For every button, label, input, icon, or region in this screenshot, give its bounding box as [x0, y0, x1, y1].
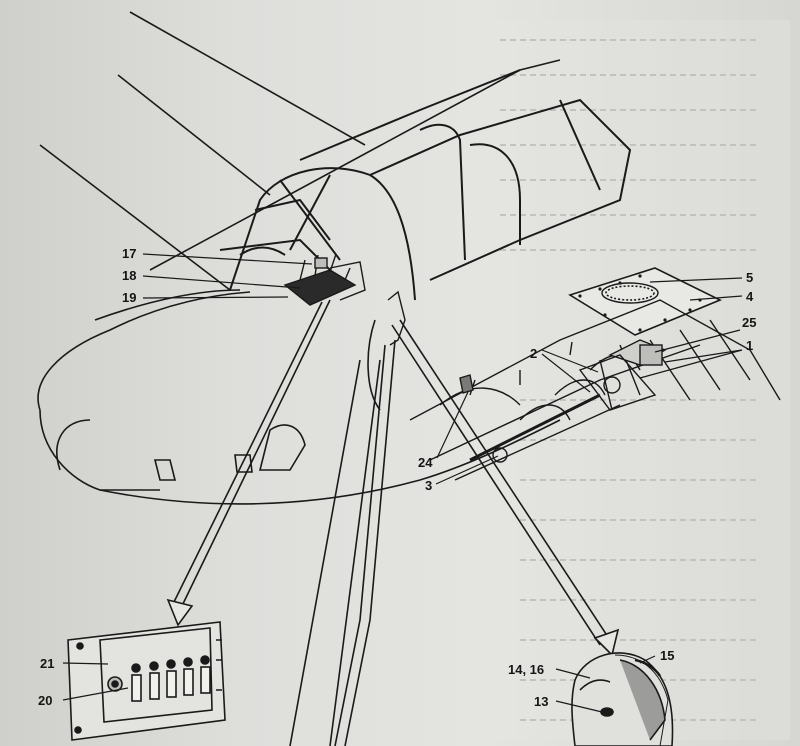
- callout-4: 4: [746, 289, 754, 304]
- callout-24: 24: [418, 455, 433, 470]
- control-grip-detail: [571, 652, 674, 746]
- callout-leaders: [62, 253, 743, 713]
- callout-17: 17: [122, 246, 136, 261]
- detail-leaders: [166, 299, 620, 746]
- bleed-through-text: [470, 20, 790, 740]
- throttle-quadrant: [283, 253, 406, 346]
- callout-15: 15: [660, 648, 674, 663]
- callout-1: 1: [746, 338, 753, 353]
- callout-19: 19: [122, 290, 136, 305]
- inspection-panel: [568, 267, 722, 336]
- callout-25: 25: [742, 315, 756, 330]
- callout-20: 20: [38, 693, 52, 708]
- internal-structure: [409, 299, 781, 481]
- callout-13: 13: [534, 694, 548, 709]
- callout-14-16: 14, 16: [508, 662, 544, 677]
- callout-labels: 17 18 19 5 4 25 1 2 24 3 21 20 14, 16 15…: [38, 246, 756, 709]
- callout-5: 5: [746, 270, 753, 285]
- fuselage-outline: [37, 11, 561, 505]
- switch-panel-detail: [67, 621, 226, 741]
- callout-3: 3: [425, 478, 432, 493]
- callout-18: 18: [122, 268, 136, 283]
- callout-21: 21: [40, 656, 54, 671]
- callout-2: 2: [530, 346, 537, 361]
